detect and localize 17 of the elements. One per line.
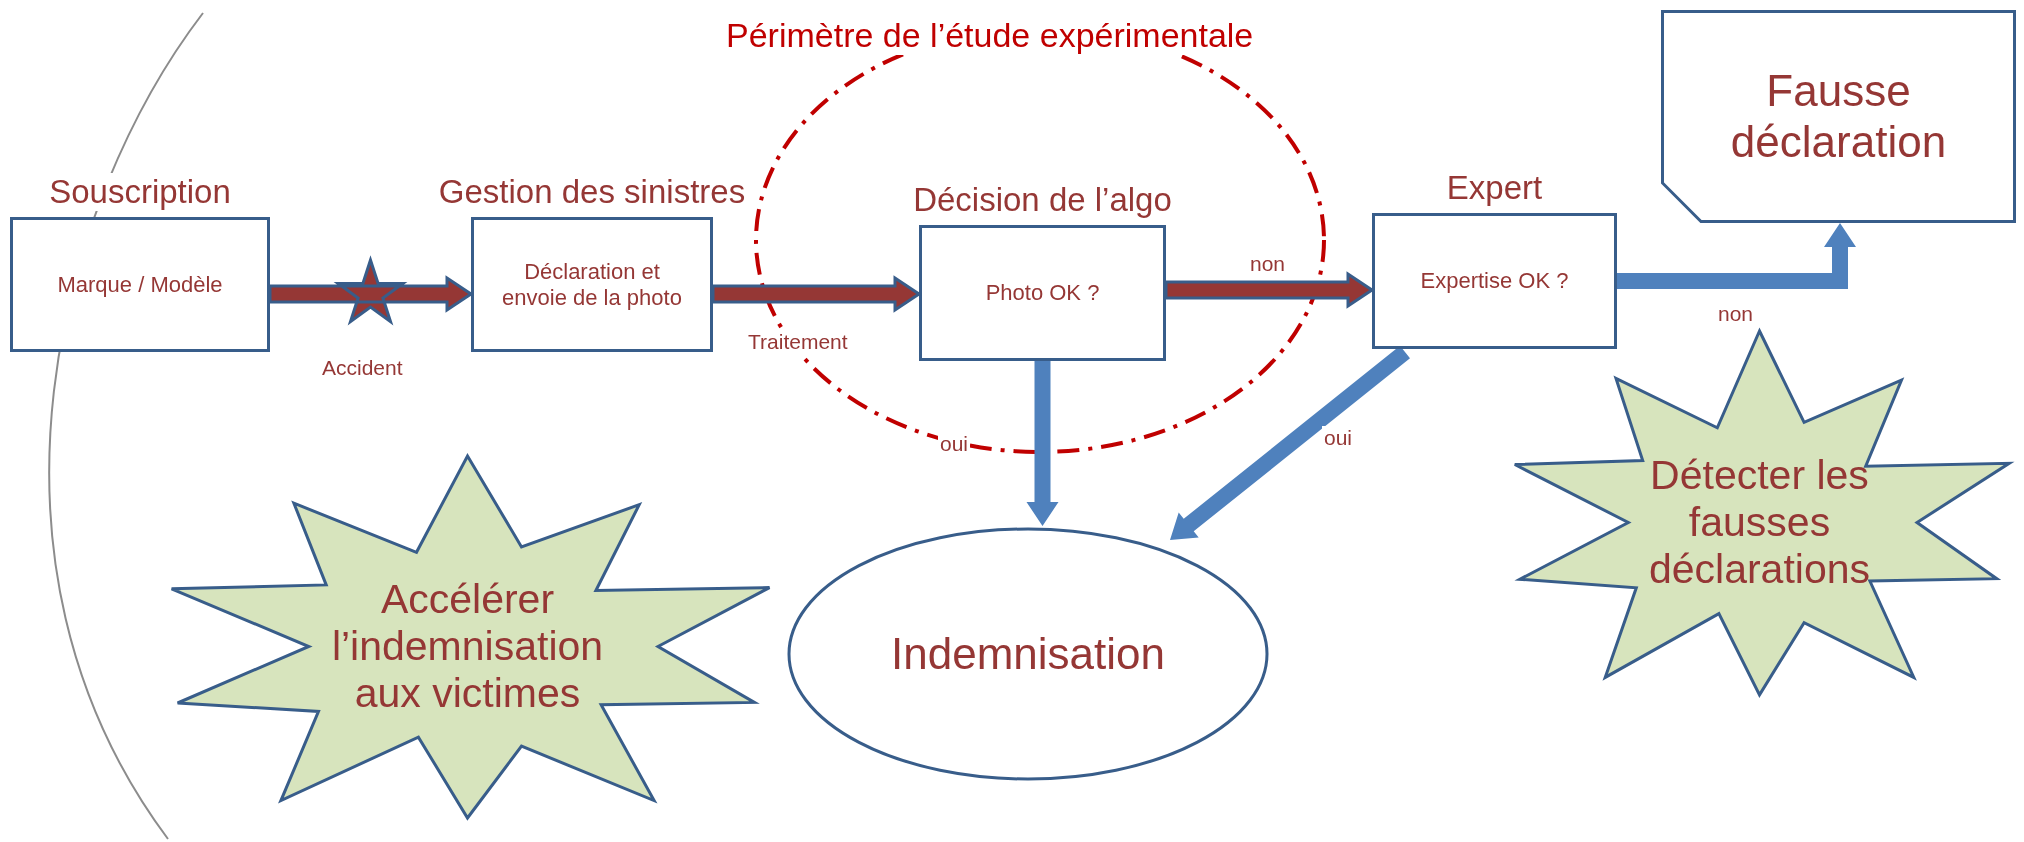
flow-arrow bbox=[268, 255, 474, 326]
node-text: Expertise OK ? bbox=[1420, 268, 1569, 294]
goal-text: Accélérer l’indemnisation aux victimes bbox=[330, 575, 605, 718]
outcome-ellipse bbox=[787, 527, 1269, 781]
flow-arrow bbox=[1164, 271, 1375, 309]
flow-arrow bbox=[1026, 361, 1059, 526]
edge-label: Traitement bbox=[746, 330, 850, 354]
node-text: Indemnisation bbox=[891, 628, 1165, 680]
node-text: Marque / Modèle bbox=[57, 271, 223, 298]
outcome-box bbox=[1661, 10, 2016, 223]
flow-arrow bbox=[1617, 223, 1856, 289]
goal-text: Détecter les fausses déclarations bbox=[1647, 451, 1872, 594]
stage-heading: Souscription bbox=[49, 173, 231, 211]
node-text: Photo OK ? bbox=[985, 280, 1100, 306]
node-text: Fausse déclaration bbox=[1729, 65, 1948, 168]
flow-arrow bbox=[711, 275, 922, 313]
node-text: Déclaration et envoie de la photo bbox=[501, 259, 683, 310]
